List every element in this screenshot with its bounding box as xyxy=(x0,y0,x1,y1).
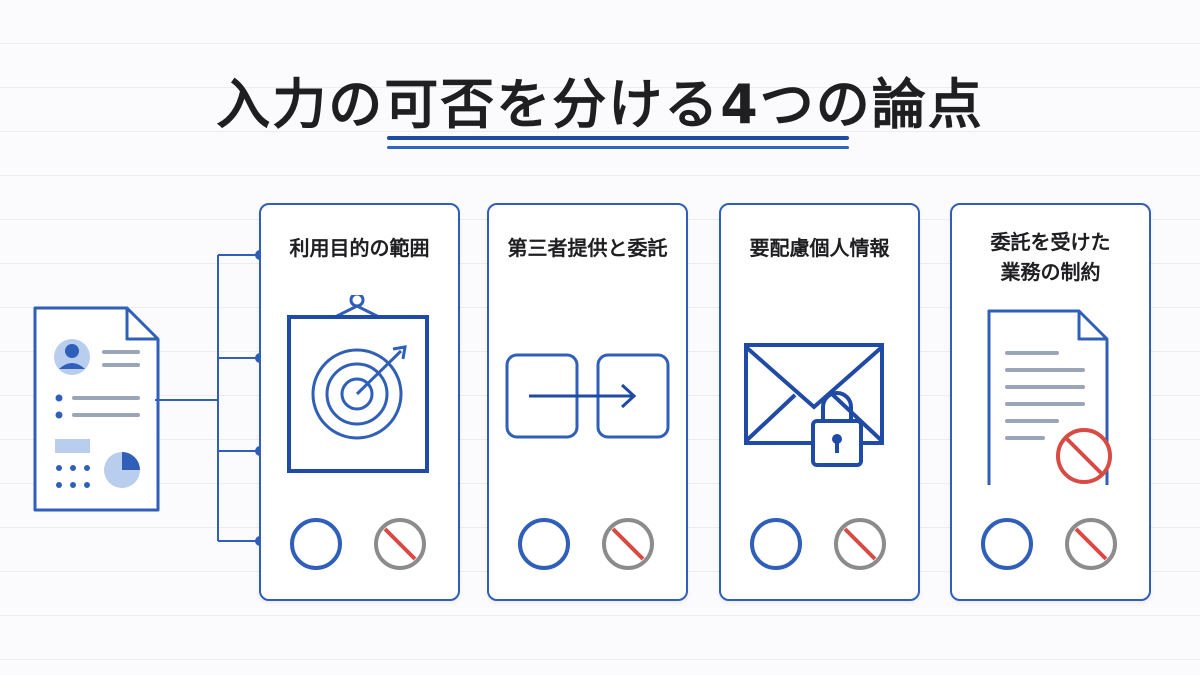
target-icon xyxy=(287,295,429,473)
card-title: 委託を受けた 業務の制約 xyxy=(990,230,1111,284)
title-underline xyxy=(387,136,849,140)
prohibited-icon xyxy=(374,518,426,570)
card-purpose-scope: 利用目的の範囲 xyxy=(259,203,460,601)
card-sensitive-personal-info: 要配慮個人情報 xyxy=(719,203,920,601)
prohibited-icon xyxy=(602,518,654,570)
title-underline-thin xyxy=(387,146,849,149)
card-outsourced-work-constraints: 委託を受けた 業務の制約 xyxy=(950,203,1151,601)
allowed-circle-icon xyxy=(518,518,570,570)
card-third-party-provision: 第三者提供と委託 xyxy=(487,203,688,601)
prohibited-icon xyxy=(1065,518,1117,570)
card-title: 要配慮個人情報 xyxy=(749,236,890,260)
card-title: 利用目的の範囲 xyxy=(289,236,430,260)
transfer-arrow-icon xyxy=(505,353,670,439)
allowed-circle-icon xyxy=(750,518,802,570)
allowed-circle-icon xyxy=(290,518,342,570)
page-title: 入力の可否を分ける4つの論点 xyxy=(216,73,984,136)
profile-document-icon xyxy=(33,306,160,512)
prohibited-document-icon xyxy=(987,309,1112,485)
branch-connector xyxy=(155,250,265,546)
prohibited-icon xyxy=(834,518,886,570)
locked-envelope-icon xyxy=(744,343,884,467)
card-title: 第三者提供と委託 xyxy=(507,236,668,260)
allowed-circle-icon xyxy=(981,518,1033,570)
